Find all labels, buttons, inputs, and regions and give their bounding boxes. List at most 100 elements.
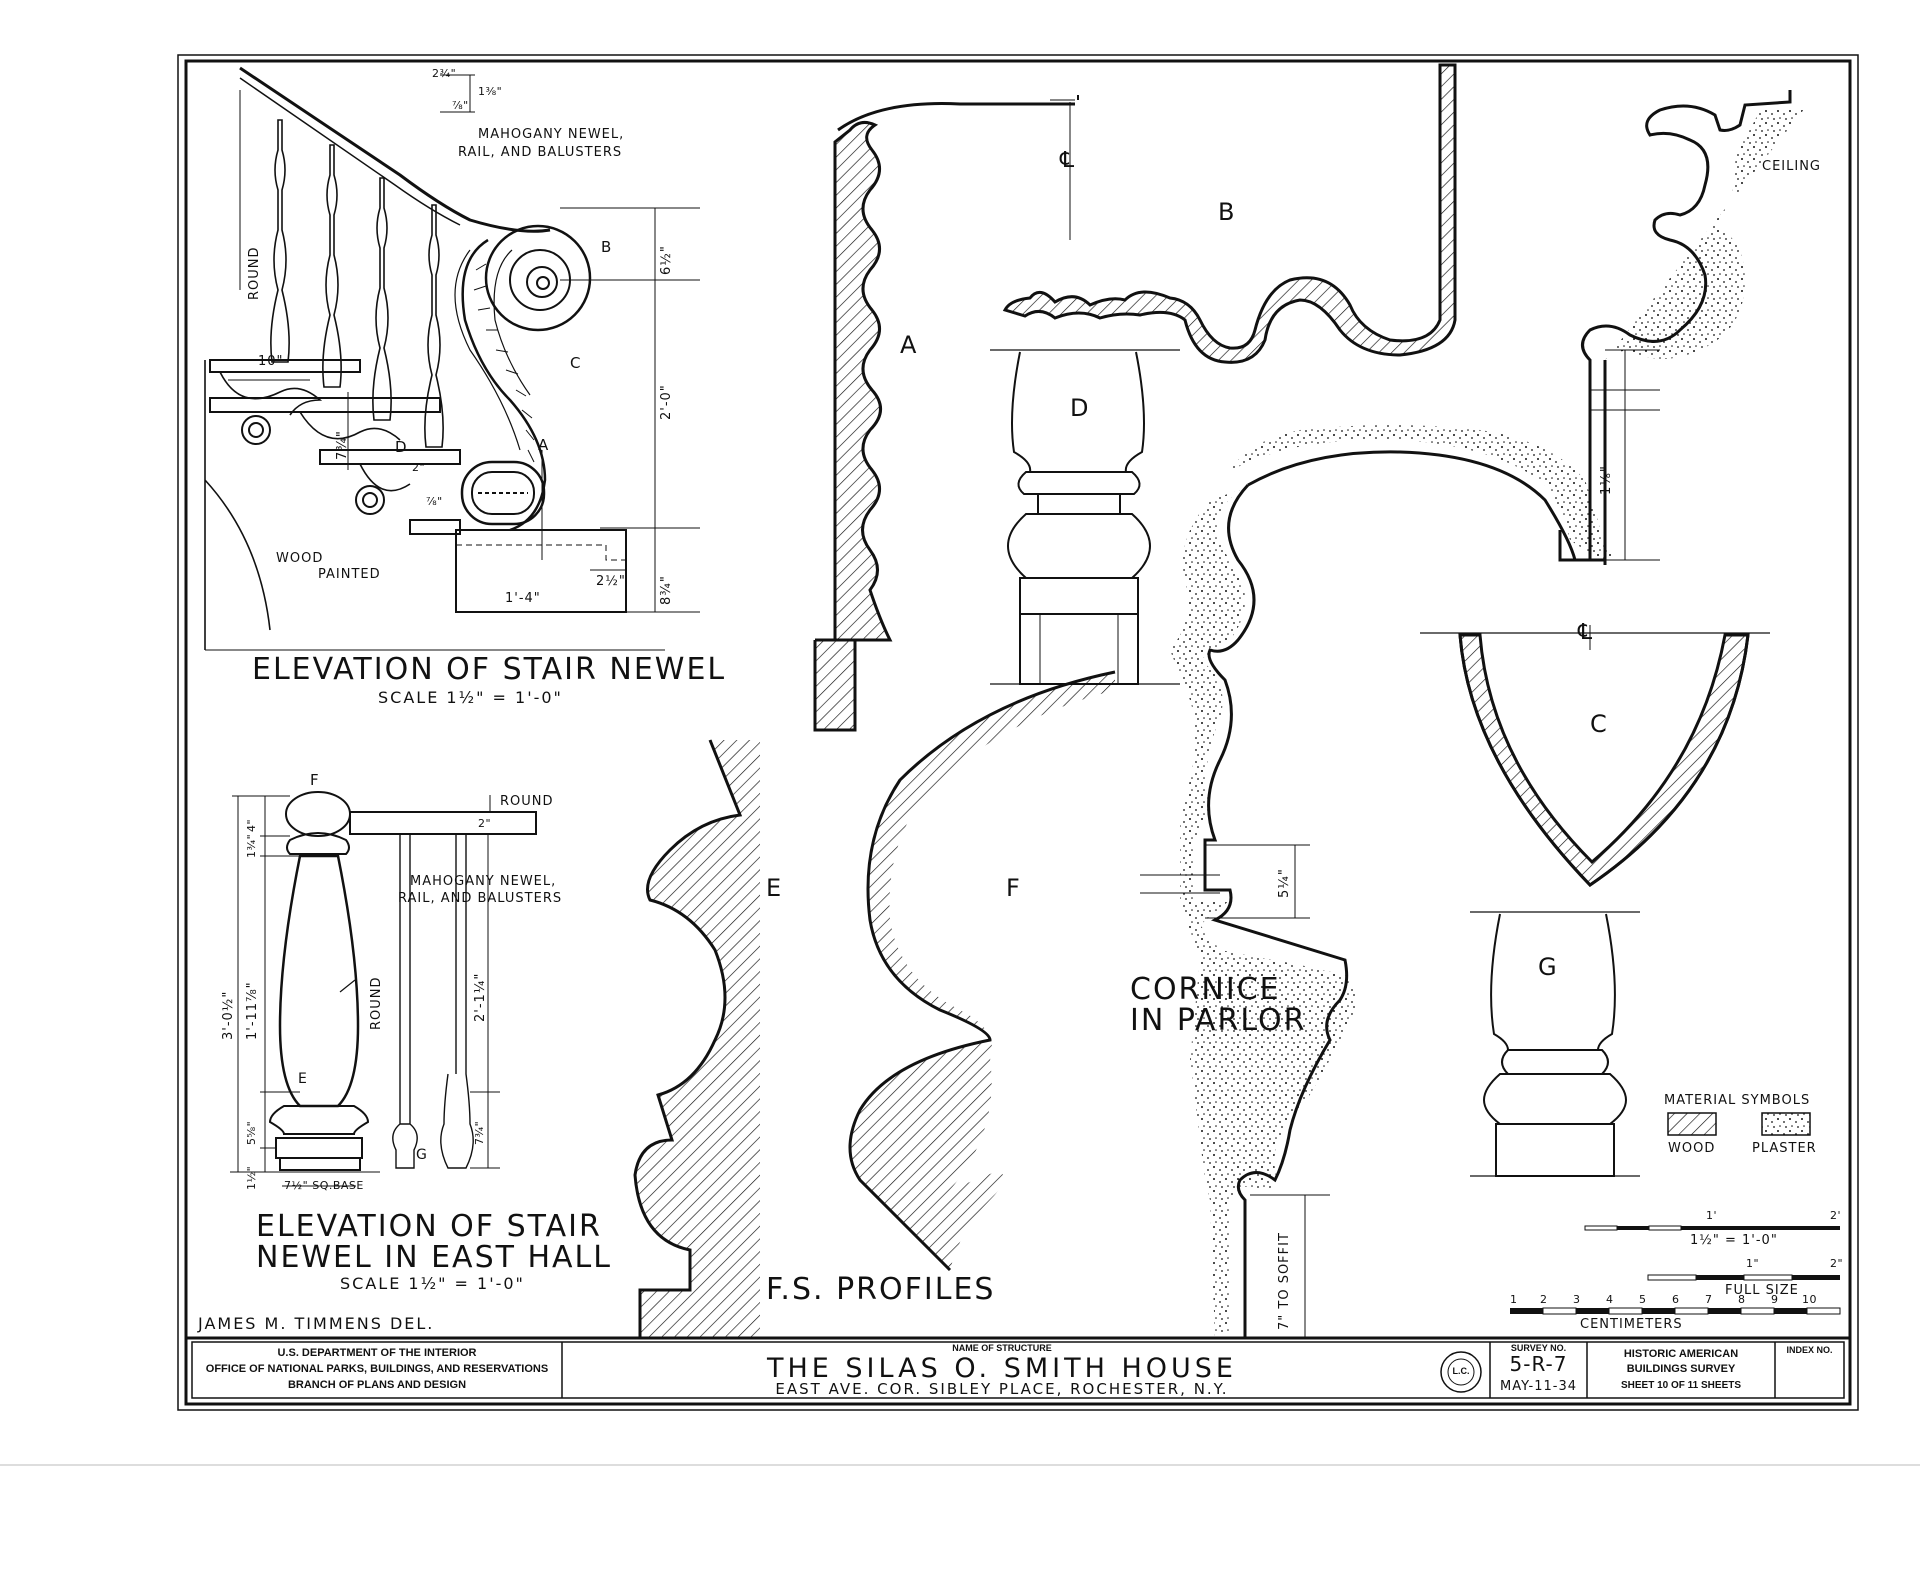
centerlines	[1069, 102, 1591, 650]
east-material-line2: RAIL, AND BALUSTERS	[398, 891, 563, 906]
survey-date: MAY-11-34	[1500, 1379, 1577, 1394]
label-g-profile: G	[1538, 953, 1558, 981]
round-label: ROUND	[247, 246, 262, 300]
survey-no-label: SURVEY NO.	[1510, 1343, 1567, 1353]
seal-text: L.C.	[1452, 1366, 1470, 1376]
agency-line1: U.S. DEPARTMENT OF THE INTERIOR	[277, 1347, 477, 1359]
profile-c	[1420, 632, 1770, 887]
structure-address: EAST AVE. COR. SIBLEY PLACE, ROCHESTER, …	[775, 1380, 1229, 1398]
cm-tick: 5	[1639, 1293, 1647, 1306]
dim-4: 4"	[245, 818, 258, 832]
cm-tick: 1	[1510, 1293, 1518, 1306]
habs-line1: HISTORIC AMERICAN	[1623, 1348, 1739, 1360]
wood-painted-line2: PAINTED	[318, 567, 381, 582]
sheet-count: SHEET 10 OF 11 SHEETS	[1620, 1380, 1742, 1391]
agency-line2: OFFICE OF NATIONAL PARKS, BUILDINGS, AND…	[205, 1363, 549, 1375]
label-a-profile: A	[900, 331, 918, 359]
scale2-label: FULL SIZE	[1725, 1283, 1799, 1298]
lc-seal	[1440, 1351, 1482, 1393]
dim-1-1-8: 1⅛"	[1599, 465, 1614, 495]
label-c-profile: C	[1590, 710, 1608, 738]
dim-3-0-1-2: 3'-0½"	[221, 990, 236, 1040]
dim-1-4: 1'-4"	[505, 591, 541, 606]
label-d-profile: D	[1070, 394, 1090, 422]
dim-top-c: ⅞"	[452, 99, 469, 112]
dim-2: 2"	[412, 461, 426, 474]
name-of-structure-label: NAME OF STRUCTURE	[952, 1343, 1052, 1353]
material-note-line1: MAHOGANY NEWEL,	[478, 127, 625, 142]
dim-2-0: 2'-0"	[659, 384, 674, 420]
ceiling-label: CEILING	[1762, 159, 1821, 174]
stair-newel-title: ELEVATION OF STAIR NEWEL	[252, 652, 727, 687]
label-b-newel: B	[601, 238, 613, 256]
material-legend	[1667, 1112, 1811, 1136]
label-d-newel: D	[395, 438, 408, 456]
cornice-profile	[1050, 90, 1805, 1340]
structure-name: THE SILAS O. SMITH HOUSE	[766, 1353, 1237, 1384]
cm-tick: 6	[1672, 1293, 1680, 1306]
east-hall-newel-elevation	[230, 791, 537, 1187]
legend-wood: WOOD	[1668, 1141, 1716, 1156]
plaster-swatch	[1761, 1112, 1811, 1136]
cm-tick: 10	[1802, 1293, 1817, 1306]
label-e-profile: E	[766, 874, 783, 902]
dim-1-11-7-8: 1'-11⅞"	[245, 981, 260, 1040]
title-block	[186, 1336, 1850, 1399]
stair-newel-scale: SCALE 1½" = 1'-0"	[378, 688, 563, 707]
scale1-mark-a: 1'	[1706, 1209, 1718, 1222]
scale2-mark-a: 1"	[1746, 1257, 1760, 1270]
east-title-line1: ELEVATION OF STAIR	[256, 1209, 602, 1244]
inner-border	[184, 59, 1852, 1406]
scale1-mark-b: 2'	[1830, 1209, 1842, 1222]
cornice-title-line2: IN PARLOR	[1130, 1003, 1307, 1038]
to-soffit-label: 7" TO SOFFIT	[1277, 1232, 1292, 1330]
survey-no: 5-R-7	[1509, 1352, 1568, 1376]
east-title-line2: NEWEL IN EAST HALL	[256, 1240, 612, 1275]
label-g-east: G	[416, 1147, 428, 1163]
dim-top-b: 1⅜"	[478, 85, 503, 98]
profile-f	[848, 670, 1116, 1272]
dim-top-a: 2¾"	[432, 67, 457, 80]
index-no-label: INDEX NO.	[1786, 1345, 1833, 1355]
east-material-line1: MAHOGANY NEWEL,	[410, 874, 557, 889]
cm-ticks: 1 2 3 4 5 6 7 8 9 10	[1510, 1294, 1840, 1308]
label-f-east: F	[310, 771, 320, 789]
profile-b	[1002, 63, 1457, 364]
dim-1-1-2: 1½"	[245, 1165, 258, 1190]
dim-6-1-2: 6½"	[659, 245, 674, 275]
label-b-profile: B	[1218, 198, 1236, 226]
cm-tick: 2	[1540, 1293, 1548, 1306]
legend-title: MATERIAL SYMBOLS	[1664, 1093, 1811, 1108]
graphic-scales	[1510, 1225, 1841, 1315]
dim-2-1-2: 2½"	[596, 574, 626, 589]
cornice-title-line1: CORNICE	[1130, 972, 1281, 1007]
habs-line2: BUILDINGS SURVEY	[1626, 1363, 1736, 1375]
cm-tick: 7	[1705, 1293, 1713, 1306]
dim-8-3-4: 8¾"	[659, 575, 674, 605]
fs-profiles-caption: F.S. PROFILES	[766, 1272, 996, 1307]
label-c-newel: C	[570, 354, 582, 372]
label-e-east: E	[298, 1071, 308, 1087]
dim-2-east: 2"	[478, 817, 492, 830]
dim-5-5-8: 5⅝"	[245, 1120, 258, 1145]
round-vertical: ROUND	[369, 976, 384, 1030]
profile-a	[813, 102, 1075, 732]
cm-tick: 8	[1738, 1293, 1746, 1306]
scale2-mark-b: 2"	[1830, 1257, 1844, 1270]
cm-tick: 4	[1606, 1293, 1614, 1306]
dim-1-3-4: 1¾"	[245, 833, 258, 858]
cm-label: CENTIMETERS	[1580, 1317, 1683, 1332]
delineator: JAMES M. TIMMENS DEL.	[198, 1314, 435, 1333]
cm-tick: 9	[1771, 1293, 1779, 1306]
label-f-profile: F	[1006, 874, 1021, 902]
label-a-newel: A	[538, 436, 550, 454]
dim-2-1-1-4: 2'-1¼"	[473, 972, 488, 1022]
centerline-b: ℄	[1060, 148, 1076, 173]
agency-line3: BRANCH OF PLANS AND DESIGN	[287, 1379, 467, 1391]
cm-tick: 3	[1573, 1293, 1581, 1306]
dim-5-1-4: 5¼"	[1277, 868, 1292, 898]
dim-7-3-4-east: 7¾"	[473, 1120, 486, 1145]
stair-newel-elevation	[204, 66, 700, 651]
outer-border	[177, 54, 1859, 1411]
